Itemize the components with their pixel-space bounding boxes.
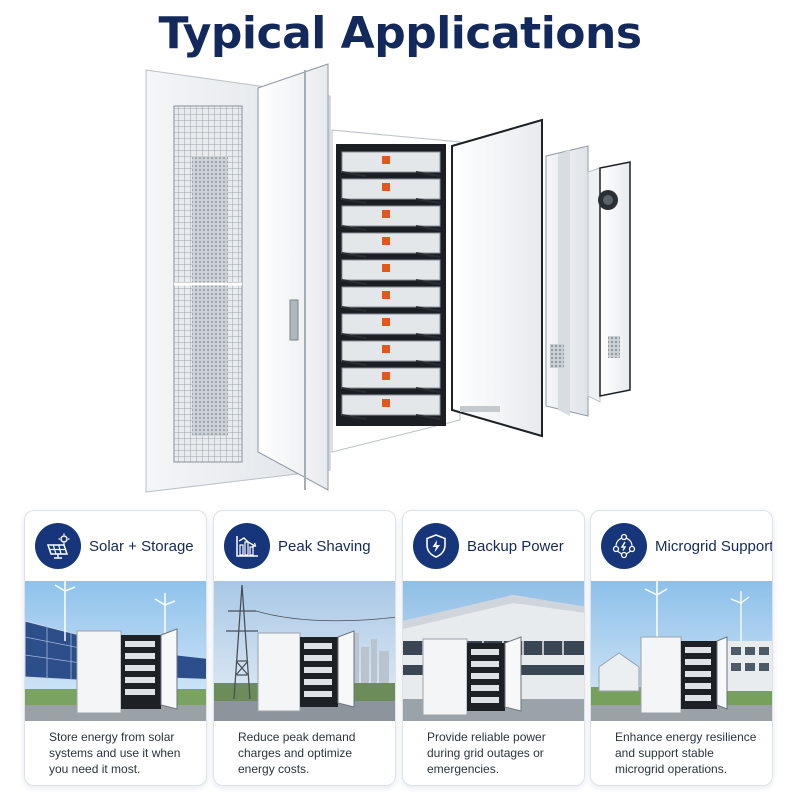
card-title: Solar + Storage xyxy=(89,537,194,555)
battery-terminal xyxy=(382,156,390,164)
card-description: Store energy from solar systems and use … xyxy=(49,730,181,776)
battery-cable xyxy=(341,279,441,285)
card-solar-storage: Solar + Storage Store energy from solar … xyxy=(24,510,207,786)
battery-terminal xyxy=(382,237,390,245)
battery-terminal xyxy=(382,183,390,191)
card-header: Solar + Storage xyxy=(25,511,206,581)
battery-module xyxy=(341,286,441,308)
card-title: Backup Power xyxy=(467,537,564,555)
battery-module xyxy=(341,313,441,335)
battery-module xyxy=(341,178,441,200)
solar-panel-icon xyxy=(35,523,81,569)
industrial-building-scene xyxy=(403,581,584,721)
card-title: Peak Shaving xyxy=(278,537,371,555)
card-microgrid-support: Microgrid Support Enhance energy resilie… xyxy=(590,510,773,786)
card-backup-power: Backup Power Provide reliable power duri… xyxy=(402,510,585,786)
card-header: Peak Shaving xyxy=(214,511,395,581)
battery-module xyxy=(341,151,441,173)
battery-cable xyxy=(341,225,441,231)
card-header: Microgrid Support xyxy=(591,511,772,581)
battery-terminal xyxy=(382,210,390,218)
battery-module xyxy=(341,232,441,254)
battery-cable xyxy=(341,198,441,204)
battery-cable xyxy=(341,306,441,312)
battery-terminal xyxy=(382,291,390,299)
battery-cable xyxy=(341,414,441,420)
battery-cable xyxy=(341,387,441,393)
solar-farm-scene xyxy=(25,581,206,721)
battery-cable xyxy=(341,171,441,177)
card-peak-shaving: Peak Shaving Reduce peak demand charges … xyxy=(213,510,396,786)
battery-module xyxy=(341,394,441,416)
bar-chart-icon xyxy=(224,523,270,569)
shield-bolt-icon xyxy=(413,523,459,569)
battery-module xyxy=(341,340,441,362)
battery-cable xyxy=(341,333,441,339)
power-tower-city-scene xyxy=(214,581,395,721)
battery-storage-cabinet-image xyxy=(130,60,650,500)
card-description: Provide reliable power during grid outag… xyxy=(427,730,546,776)
battery-terminal xyxy=(382,399,390,407)
battery-terminal xyxy=(382,318,390,326)
battery-module xyxy=(341,205,441,227)
battery-module xyxy=(341,259,441,281)
card-header: Backup Power xyxy=(403,511,584,581)
battery-cable xyxy=(341,252,441,258)
battery-terminal xyxy=(382,264,390,272)
card-description: Reduce peak demand charges and optimize … xyxy=(238,730,356,776)
battery-terminal xyxy=(382,345,390,353)
battery-terminal xyxy=(382,372,390,380)
card-title: Microgrid Support xyxy=(655,537,773,555)
battery-module xyxy=(341,367,441,389)
card-description: Enhance energy resilience and support st… xyxy=(615,730,757,776)
microgrid-community-scene xyxy=(591,581,772,721)
battery-cable xyxy=(341,360,441,366)
page-title: Typical Applications xyxy=(158,8,642,59)
network-nodes-icon xyxy=(601,523,647,569)
